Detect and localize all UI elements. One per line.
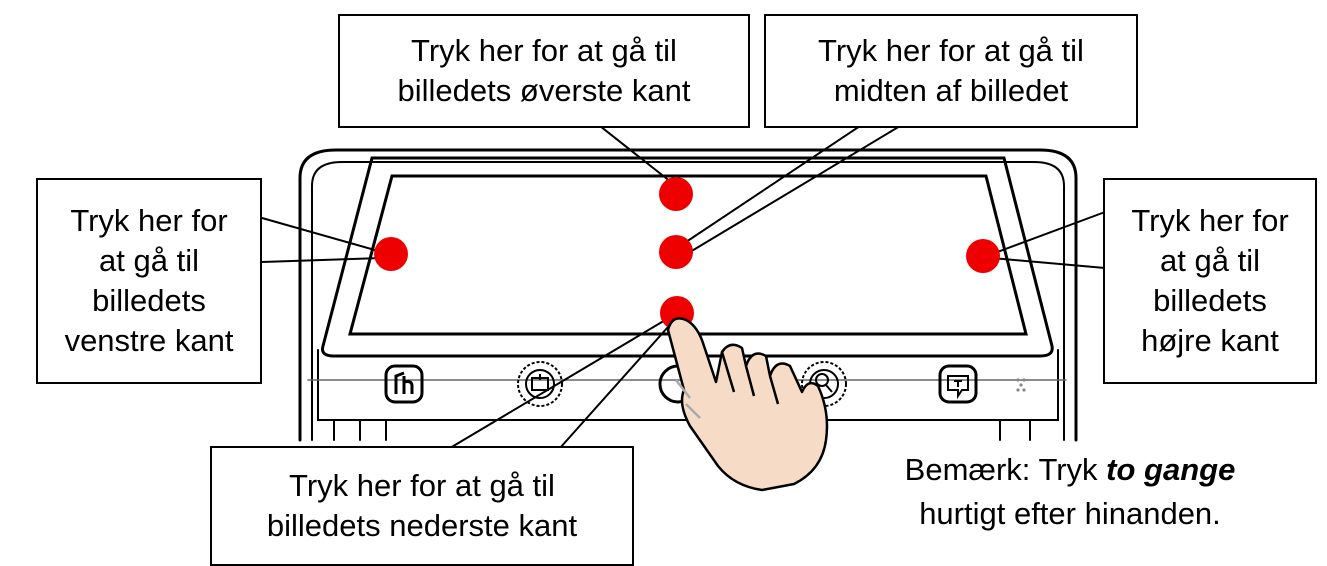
tap-dot-top[interactable] (659, 177, 693, 211)
tap-dot-middle[interactable] (659, 235, 693, 269)
speaker-dots (1016, 378, 1026, 392)
callout-left-line-3: billedets (92, 283, 206, 318)
note-emphasis: to gange (1106, 452, 1236, 487)
tap-dot-right[interactable] (966, 239, 1000, 273)
leader-lines (261, 125, 1106, 449)
callout-middle-line-1: Tryk her for at gå til (818, 33, 1084, 68)
callout-bottom-line-2: billedets nederste kant (266, 508, 578, 543)
callout-middle: Tryk her for at gå til midten af billede… (764, 14, 1138, 128)
callout-right-line-4: højre kant (1141, 323, 1279, 358)
speech-icon (938, 364, 978, 404)
tap-dots (374, 177, 1000, 330)
callout-top: Tryk her for at gå til billedets øverste… (338, 14, 750, 128)
callout-right-line-3: billedets (1153, 283, 1267, 318)
callout-right: Tryk her for at gå til billedets højre k… (1103, 178, 1317, 384)
note-line-2: hurtigt efter hinanden. (919, 496, 1221, 531)
callout-right-line-1: Tryk her for (1131, 203, 1289, 238)
double-tap-note: Bemærk: Tryk to gange hurtigt efter hina… (840, 448, 1300, 536)
callout-top-line-1: Tryk her for at gå til (411, 33, 677, 68)
callout-left-line-4: venstre kant (64, 323, 234, 358)
contrast-dial-icon (517, 361, 563, 407)
callout-top-line-2: billedets øverste kant (397, 73, 691, 108)
callout-right-line-2: at gå til (1160, 243, 1260, 278)
tap-dot-left[interactable] (374, 237, 408, 271)
callout-left: Tryk her for at gå til billedets venstre… (36, 178, 262, 384)
callout-bottom-line-1: Tryk her for at gå til (289, 468, 555, 503)
callout-left-line-1: Tryk her for (70, 203, 228, 238)
callout-bottom: Tryk her for at gå til billedets nederst… (210, 446, 634, 566)
hand-pointer-icon (666, 317, 829, 492)
note-prefix: Bemærk: Tryk (904, 452, 1107, 487)
callout-left-line-2: at gå til (99, 243, 199, 278)
note-line-1: Bemærk: Tryk to gange (840, 448, 1300, 492)
home-icon (384, 364, 424, 404)
callout-middle-line-2: midten af billedet (833, 73, 1069, 108)
